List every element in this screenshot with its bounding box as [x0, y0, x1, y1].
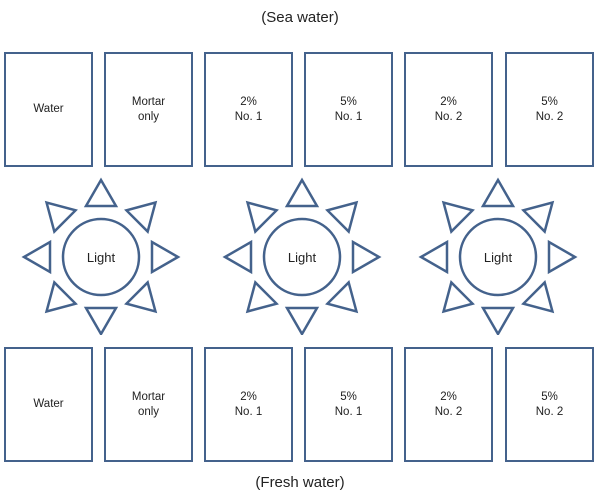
fresh-water-box-water: Water	[4, 347, 93, 462]
fresh-water-box-5pct-no1: 5% No. 1	[304, 347, 393, 462]
sun-ray	[521, 200, 555, 234]
sun-ray	[441, 200, 475, 234]
sea-water-box-5pct-no2: 5% No. 2	[505, 52, 594, 167]
sun-icon: Light	[222, 177, 382, 335]
sun-label: Light	[87, 250, 116, 265]
sun-icon: Light	[418, 177, 578, 335]
sun-ray	[480, 177, 516, 208]
light-sources: Light Light Light	[21, 177, 578, 335]
fresh-water-row: Water Mortar only 2% No. 1 5% No. 1 2% N…	[4, 347, 598, 462]
sea-water-box-water: Water	[4, 52, 93, 167]
sea-water-row: Water Mortar only 2% No. 1 5% No. 1 2% N…	[4, 52, 598, 167]
sun-ray	[547, 239, 578, 275]
sun-core	[262, 217, 342, 297]
sun-ray	[245, 280, 279, 314]
sun-ray	[441, 280, 475, 314]
sea-water-box-2pct-no2: 2% No. 2	[404, 52, 493, 167]
sun-label: Light	[288, 250, 317, 265]
fresh-water-box-2pct-no2: 2% No. 2	[404, 347, 493, 462]
sun-icon: Light	[21, 177, 181, 335]
sun-label: Light	[484, 250, 513, 265]
sun-ray	[150, 239, 181, 275]
sun-ray	[124, 280, 158, 314]
fresh-water-box-2pct-no1: 2% No. 1	[204, 347, 293, 462]
sun-core	[61, 217, 141, 297]
sea-water-label: (Sea water)	[261, 9, 339, 26]
sun-ray	[521, 280, 555, 314]
sun-ray	[325, 280, 359, 314]
sun-ray	[83, 177, 119, 208]
fresh-water-label: (Fresh water)	[255, 474, 345, 491]
sun-ray	[44, 200, 78, 234]
sun-ray	[222, 239, 253, 275]
fresh-water-box-5pct-no2: 5% No. 2	[505, 347, 594, 462]
sun-ray	[351, 239, 382, 275]
sun-ray	[44, 280, 78, 314]
sea-water-box-mortar-only: Mortar only	[104, 52, 193, 167]
sun-ray	[480, 306, 516, 335]
sun-ray	[124, 200, 158, 234]
sun-ray	[325, 200, 359, 234]
sun-ray	[418, 239, 449, 275]
sun-ray	[245, 200, 279, 234]
sea-water-box-2pct-no1: 2% No. 1	[204, 52, 293, 167]
sun-ray	[83, 306, 119, 335]
sun-core	[458, 217, 538, 297]
sun-ray	[284, 306, 320, 335]
sun-ray	[21, 239, 52, 275]
sun-ray	[284, 177, 320, 208]
fresh-water-box-mortar-only: Mortar only	[104, 347, 193, 462]
sea-water-box-5pct-no1: 5% No. 1	[304, 52, 393, 167]
